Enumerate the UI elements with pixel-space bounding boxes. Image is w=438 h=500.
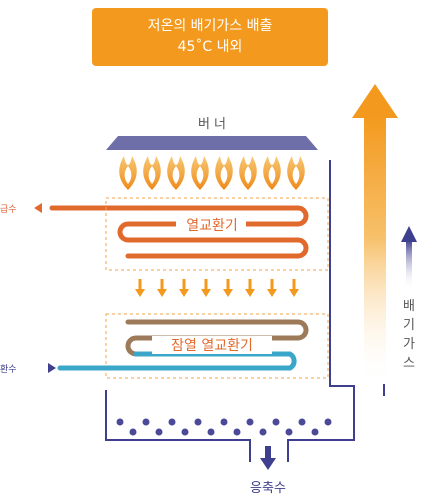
condensate-drop <box>155 428 163 436</box>
flame-icon <box>287 156 305 190</box>
hot-water-label: 급수 <box>0 204 17 215</box>
down-arrow-icon <box>245 279 255 297</box>
condensate-drop <box>181 428 189 436</box>
down-arrow-icon <box>267 279 277 297</box>
exhaust-info-banner: 저온의 배기가스 배출 45˚C 내외 <box>92 8 328 66</box>
condensate-drop <box>233 428 241 436</box>
condensate-drop <box>194 418 202 426</box>
flame-icon <box>215 156 233 190</box>
flame-icon <box>191 156 209 190</box>
exhaust-gas-char: 가 <box>403 337 415 352</box>
latent-label-bg <box>152 336 272 354</box>
boiler-casing <box>105 160 355 462</box>
latent-coil-upper <box>125 319 309 357</box>
burner-plate <box>106 136 318 150</box>
exhaust-up-arrow-icon <box>352 84 398 386</box>
latent-coil-lower <box>57 351 297 371</box>
flame-icon <box>119 156 137 190</box>
flame-icon <box>143 156 161 190</box>
heat-exchanger-box <box>105 197 329 271</box>
condensate-drop <box>324 418 332 426</box>
flame-row <box>119 156 305 190</box>
flame-icon <box>263 156 281 190</box>
hot-water-arrow-icon <box>34 203 42 213</box>
condensate-drop <box>246 418 254 426</box>
condensate-drop <box>259 428 267 436</box>
exhaust-gas-char: 기 <box>403 318 415 333</box>
exhaust-gas-arrow-icon <box>401 226 417 290</box>
condensate-drop <box>311 428 319 436</box>
burner-label: 버 너 <box>198 117 226 132</box>
down-arrow-icon <box>135 279 145 297</box>
banner-line-1: 저온의 배기가스 배출 <box>147 18 273 34</box>
condensate-drop <box>285 428 293 436</box>
heat-exchanger-label: 열교환기 <box>186 218 238 234</box>
banner-line-2: 45˚C 내외 <box>177 39 243 55</box>
condensate-drop <box>272 418 280 426</box>
condensate-label: 응축수 <box>250 481 286 496</box>
return-water-arrow-icon <box>48 363 56 373</box>
exhaust-gas-char: 배 <box>403 299 415 314</box>
heat-exchanger-label-bg <box>176 216 246 234</box>
condensate-drop <box>207 428 215 436</box>
heat-exchanger-coil <box>117 205 309 259</box>
down-arrow-row <box>135 279 299 297</box>
down-arrow-icon <box>201 279 211 297</box>
return-water-label: 환수 <box>0 363 17 375</box>
flame-icon <box>239 156 257 190</box>
down-arrow-icon <box>179 279 189 297</box>
exhaust-gas-label: 배기가스 <box>403 299 415 371</box>
latent-heat-exchanger-box <box>105 313 329 379</box>
down-arrow-icon <box>223 279 233 297</box>
condensate-droplets <box>116 418 332 436</box>
flame-icon <box>167 156 185 190</box>
condensate-drop <box>220 418 228 426</box>
condensate-drop <box>116 418 124 426</box>
latent-heat-exchanger-label: 잠열 열교환기 <box>171 338 253 354</box>
condensate-down-arrow-icon <box>260 446 276 470</box>
down-arrow-icon <box>157 279 167 297</box>
condensate-drop <box>168 418 176 426</box>
exhaust-gas-char: 스 <box>403 356 415 371</box>
down-arrow-icon <box>289 279 299 297</box>
condensate-drop <box>298 418 306 426</box>
condensate-drop <box>129 428 137 436</box>
condensate-drop <box>142 418 150 426</box>
